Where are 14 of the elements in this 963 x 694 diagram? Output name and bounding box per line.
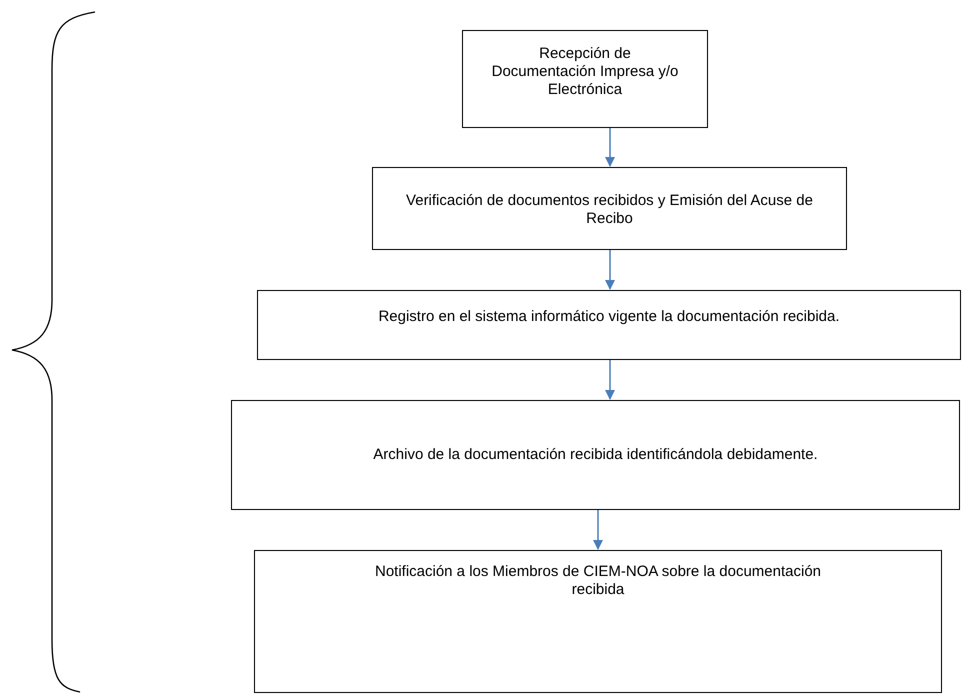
process-box: [372, 167, 847, 250]
arrow: [605, 360, 615, 400]
arrow: [605, 250, 615, 290]
step-text: Registro en el sistema informático vigente la documentación recibida.: [378, 308, 840, 326]
arrow: [605, 128, 615, 167]
arrow: [593, 510, 603, 550]
process-box: [254, 550, 942, 693]
process-box: [231, 400, 960, 510]
step-text: Archivo de la documentación recibida identificándola debidamente.: [373, 446, 818, 464]
process-box: [257, 290, 961, 360]
process-box: [462, 30, 708, 128]
step-text: Verificación de documentos recibidos y Emisión del Acuse de Recibo: [405, 192, 814, 228]
step-text: Notificación a los Miembros de CIEM-NOA sobre la documentación recibida: [374, 563, 822, 599]
step-text: Recepción de Documentación Impresa y/o Electrónica: [490, 45, 680, 99]
